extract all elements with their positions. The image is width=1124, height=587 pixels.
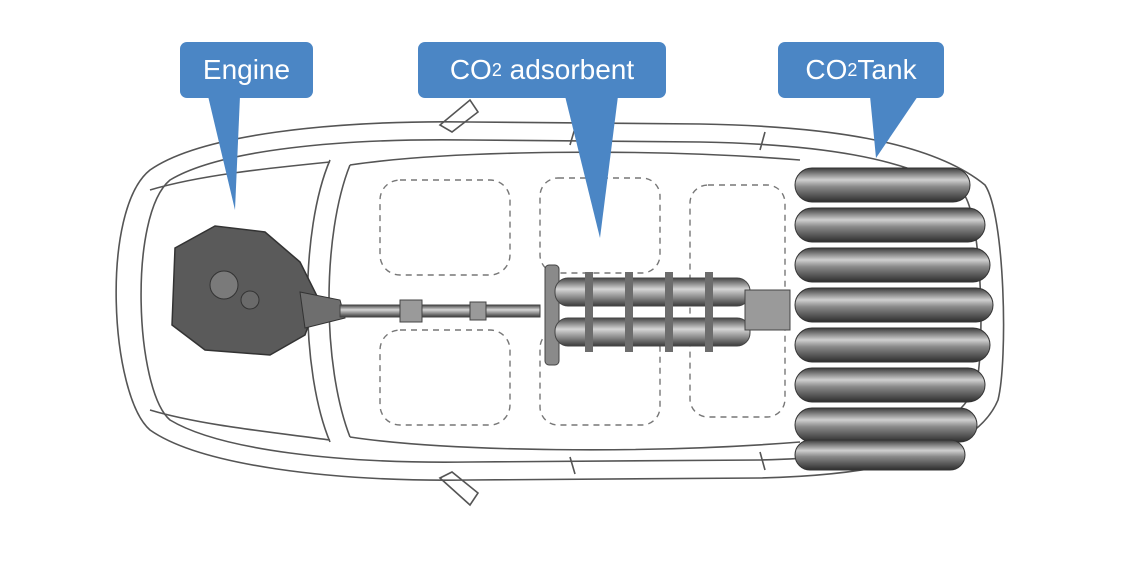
engine-label: Engine	[180, 42, 313, 98]
seat-front-left	[379, 179, 511, 276]
tank-pointer	[870, 96, 918, 158]
tank-cylinder	[794, 407, 978, 443]
engine-label-text: Engine	[202, 54, 291, 85]
adsorbent-prefix: CO	[449, 54, 492, 85]
tank-cylinder	[794, 247, 991, 283]
tank-suffix: Tank	[857, 54, 917, 85]
co2-tanks	[794, 167, 994, 471]
tank-cylinder	[794, 287, 994, 323]
car-body	[115, 121, 1005, 481]
roof-line-bottom	[349, 436, 801, 451]
seat-front-right	[379, 329, 511, 426]
engine-pointer	[208, 96, 240, 210]
engine-block	[171, 225, 346, 356]
tank-cylinder	[794, 207, 986, 243]
mirror-bottom	[438, 471, 480, 507]
tank-prefix: CO	[805, 54, 848, 85]
roof-line-top	[349, 151, 801, 166]
adsorbent-pointer	[565, 96, 618, 238]
exhaust-pipe	[339, 299, 541, 323]
tank-cylinder	[794, 327, 991, 363]
tank-cylinder	[794, 167, 971, 203]
tank-cylinder	[794, 439, 966, 471]
car-outline	[115, 98, 1005, 507]
hood-line-bottom	[149, 409, 331, 441]
tank-cylinder	[794, 367, 986, 403]
mirror-top	[438, 98, 480, 133]
co2-adsorbent	[544, 264, 791, 366]
adsorbent-suffix: adsorbent	[501, 54, 635, 85]
callout-pointers	[208, 96, 918, 238]
door-line-bottom	[569, 451, 766, 475]
